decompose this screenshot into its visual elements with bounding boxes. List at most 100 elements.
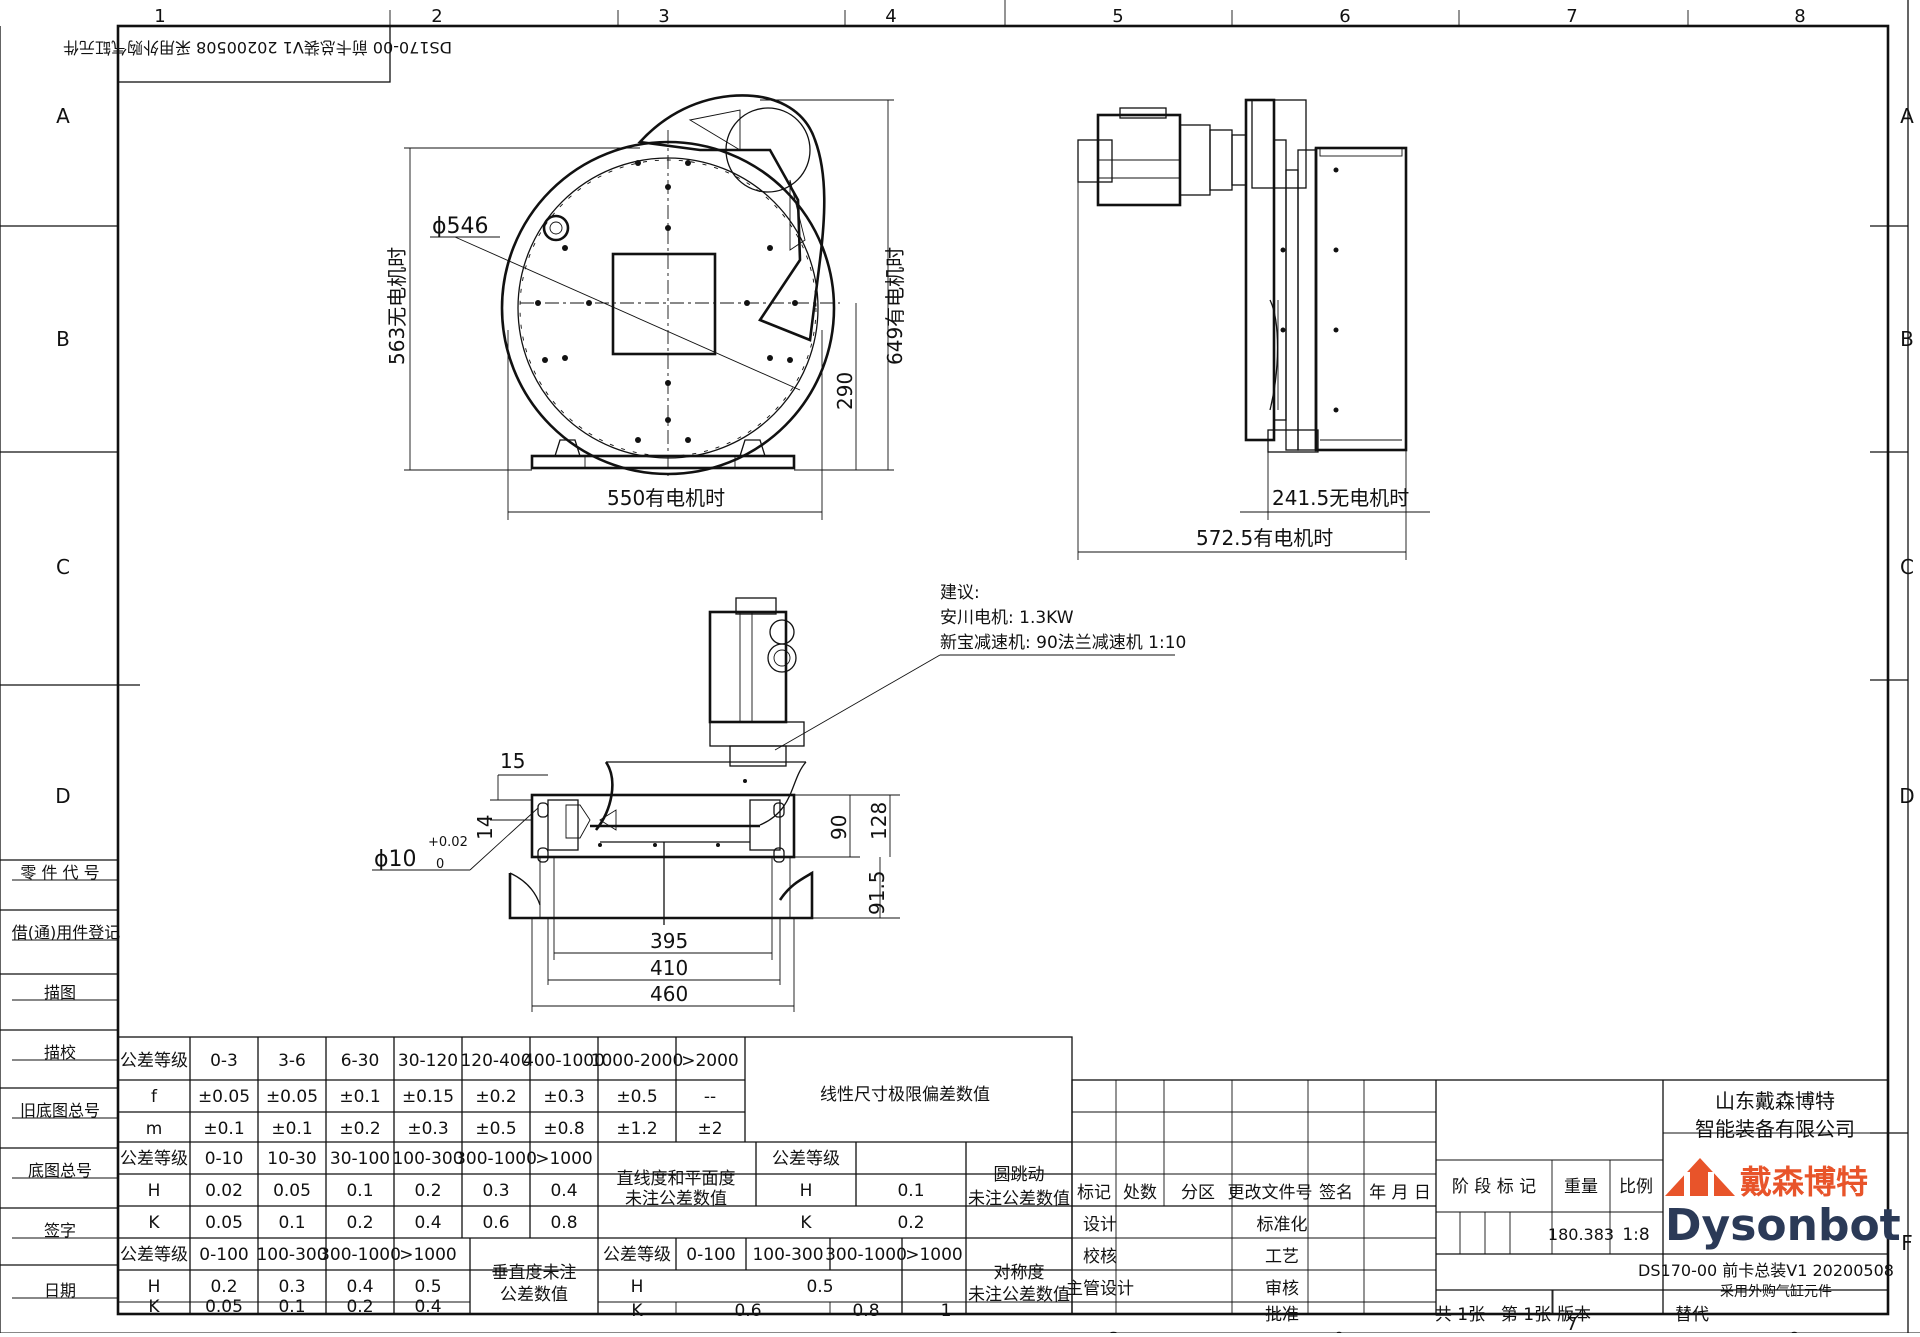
dim-410: 410	[650, 956, 688, 980]
tol-sym-head: 公差等级	[603, 1245, 671, 1265]
zone-col-8: 8	[1794, 6, 1805, 27]
tol-k2-c2: 0.1	[278, 1297, 305, 1317]
bottom-col-8: 8	[1789, 1327, 1800, 1333]
tol-h-c4: 0.2	[414, 1181, 441, 1201]
tol-h2-c4: 0.5	[414, 1277, 441, 1297]
tol-r1-c6: 400-1000	[523, 1051, 605, 1071]
tol-perp-title-1: 垂直度未注	[492, 1263, 577, 1283]
tol-m-c5: ±0.5	[475, 1119, 516, 1139]
tol-h-c1: 0.02	[205, 1181, 243, 1201]
dim-side-with-motor: 572.5有电机时	[1196, 526, 1333, 550]
mirrored-title-box: DS170-00 前卡总装V1 20200508 采用外购气缸元件	[63, 25, 452, 83]
tol-sym-c4: >1000	[905, 1245, 963, 1265]
rev-head-doc: 更改文件号	[1228, 1183, 1313, 1203]
scale-value: 1:8	[1622, 1225, 1649, 1245]
drawing-subtitle: 采用外购气缸元件	[1720, 1283, 1832, 1300]
zone-row-d-right: D	[1899, 784, 1914, 808]
zone-row-b-left: B	[56, 327, 70, 351]
zone-col-3: 3	[658, 6, 669, 27]
zone-row-c-left: C	[56, 555, 70, 579]
tol-sym-k-c3: 1	[941, 1301, 952, 1321]
tol-k-c6: 0.8	[550, 1213, 577, 1233]
drawing-number: DS170-00 前卡总装V1 20200508	[1638, 1261, 1894, 1280]
dim-91-5: 91.5	[865, 870, 889, 915]
tol-r4-c2: 10-30	[267, 1149, 316, 1169]
tol-f-c7: ±0.5	[616, 1087, 657, 1107]
replace-label: 替代	[1675, 1305, 1709, 1325]
tol-h2-c3: 0.4	[346, 1277, 373, 1297]
tol-runout-title-2: 未注公差数值	[968, 1189, 1070, 1209]
tol-k2-c4: 0.4	[414, 1297, 441, 1317]
company-logo: 戴森博特 Dysonbot	[1665, 1158, 1901, 1251]
dim-diameter: ϕ546	[432, 214, 489, 239]
tol-r1-c7: 1000-2000	[591, 1051, 684, 1071]
tol-f-c6: ±0.3	[543, 1087, 584, 1107]
note-line-1: 建议:	[940, 583, 980, 603]
role-design: 设计	[1083, 1215, 1117, 1235]
tol-k-c5: 0.6	[482, 1213, 509, 1233]
tol-flat-k-label: K	[800, 1213, 812, 1233]
rev-head-zone: 分区	[1181, 1183, 1215, 1203]
zone-column-labels: 1 2 3 4 5 6 7 8	[154, 6, 1805, 27]
bottom-zone-labels: 5 6 7 8	[1107, 1314, 1800, 1337]
dim-128: 128	[867, 802, 891, 840]
sheet-number: 第 1张	[1501, 1305, 1551, 1325]
tol-h2-c2: 0.3	[278, 1277, 305, 1297]
zone-row-c-right: C	[1900, 555, 1914, 579]
logo-english: Dysonbot	[1665, 1200, 1901, 1251]
side-view: 241.5无电机时 572.5有电机时	[1077, 98, 1430, 560]
dim-width-with-motor: 550有电机时	[607, 486, 725, 510]
version-label: 版本	[1557, 1305, 1591, 1325]
zone-col-6: 6	[1339, 6, 1350, 27]
tol-r4-c1: 0-10	[205, 1149, 244, 1169]
tol-r7-c4: >1000	[399, 1245, 457, 1265]
tol-k2-c3: 0.2	[346, 1297, 373, 1317]
role-process: 工艺	[1265, 1247, 1299, 1267]
rev-head-count: 处数	[1123, 1183, 1157, 1203]
tol-flat-k-val: 0.2	[897, 1213, 924, 1233]
front-view: ϕ546 563无电机时 649有电机时 290 550有电机时	[385, 94, 907, 520]
tol-sym-title-1: 对称度	[994, 1263, 1045, 1283]
strip-traced: 描校	[44, 1043, 76, 1062]
tol-flat-head: 公差等级	[772, 1149, 840, 1169]
zone-row-f-right: F	[1901, 1231, 1913, 1255]
tol-h-label: H	[148, 1181, 161, 1201]
tol-runout-title-1: 圆跳动	[994, 1165, 1045, 1185]
tol-r1-c4: 30-120	[398, 1051, 458, 1071]
tol-h-c6: 0.4	[550, 1181, 577, 1201]
sheets-total: 共 1张	[1435, 1305, 1485, 1325]
tol-m-c4: ±0.3	[407, 1119, 448, 1139]
tol-r4-c5: 300-1000	[455, 1149, 537, 1169]
role-check: 校核	[1083, 1247, 1117, 1267]
tol-m-c7: ±1.2	[616, 1119, 657, 1139]
tol-h2-label: H	[148, 1277, 161, 1297]
tol-f-c4: ±0.15	[402, 1087, 454, 1107]
tol-flat-h-label: H	[800, 1181, 813, 1201]
tol-r7-c3: 300-1000	[319, 1245, 401, 1265]
tol-r1-c5: 120-400	[460, 1051, 531, 1071]
tol-k-label: K	[148, 1213, 160, 1233]
dim-14: 14	[473, 815, 497, 840]
company-line-2: 智能装备有限公司	[1695, 1117, 1855, 1141]
tol-r4-c3: 30-100	[330, 1149, 390, 1169]
strip-borrowed-part: 借(通)用件登记	[12, 923, 121, 942]
tol-r1-c8: >2000	[681, 1051, 739, 1071]
strip-signature: 签字	[44, 1221, 76, 1240]
dim-tolerance-lower: 0	[436, 857, 444, 872]
rev-head-sign: 签名	[1319, 1183, 1353, 1203]
tol-linear-title: 线性尺寸极限偏差数值	[820, 1085, 990, 1105]
rev-head-mark: 标记	[1077, 1183, 1111, 1203]
tol-m-c3: ±0.2	[339, 1119, 380, 1139]
tol-f-c3: ±0.1	[339, 1087, 380, 1107]
zone-row-b-right: B	[1900, 327, 1914, 351]
strip-drawn: 描图	[44, 983, 76, 1002]
tol-m-c2: ±0.1	[271, 1119, 312, 1139]
scale-label: 比例	[1619, 1177, 1653, 1197]
bottom-col-7: 7	[1566, 1314, 1577, 1333]
tol-head-3: 公差等级	[120, 1245, 188, 1265]
tol-perp-title-2: 公差数值	[500, 1285, 568, 1305]
tol-flat-title-1: 直线度和平面度	[617, 1169, 736, 1189]
dim-center-height: 290	[833, 372, 857, 410]
dim-15: 15	[500, 749, 525, 773]
